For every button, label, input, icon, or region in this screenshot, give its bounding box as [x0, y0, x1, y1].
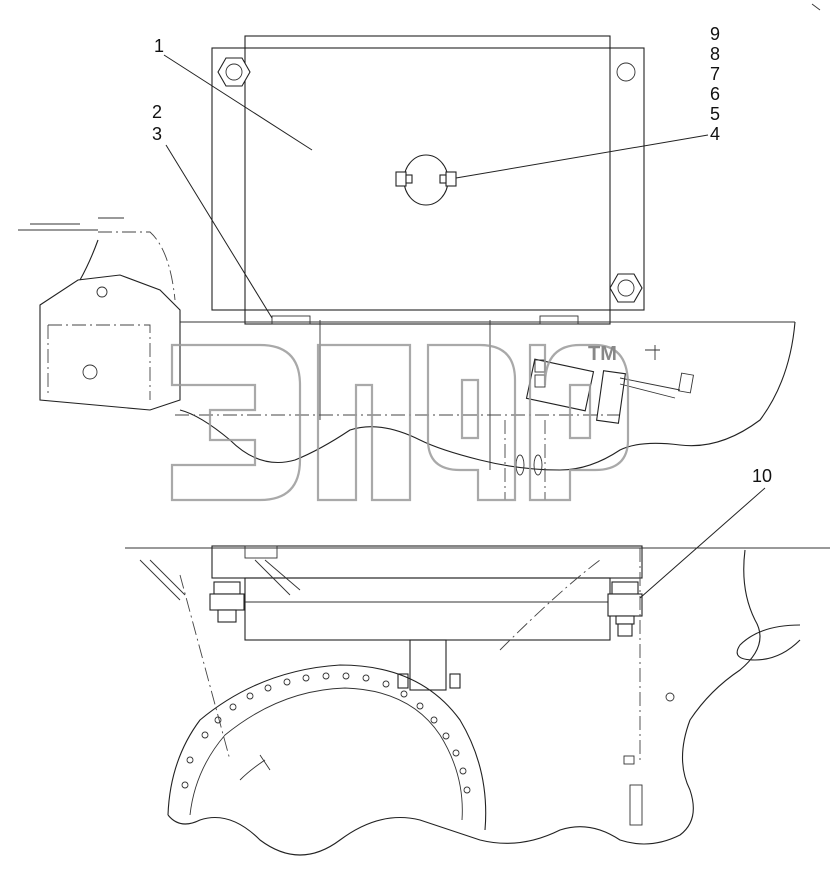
callout-6: 6 [710, 84, 720, 104]
box-part-1 [244, 35, 611, 325]
callout-3: 3 [152, 124, 162, 144]
callout-5: 5 [710, 104, 720, 124]
frame-upper [175, 321, 796, 500]
top-assembly [211, 35, 645, 470]
trademark-mark: TM [588, 343, 617, 365]
corner-mark [811, 3, 821, 11]
sprocket-holes [181, 672, 471, 794]
bolt-right-lower [607, 581, 643, 637]
bolt-top-right [616, 62, 636, 82]
callouts: 1 2 3 9 8 7 6 5 4 10 [152, 24, 772, 599]
bolt-left-lower [209, 581, 245, 623]
callout-1: 1 [154, 36, 164, 56]
bolt-top-left [217, 57, 251, 87]
callout-2: 2 [152, 102, 162, 122]
callout-7: 7 [710, 64, 720, 84]
callout-4: 4 [710, 124, 720, 144]
left-bracket [18, 217, 181, 411]
bolt-bottom-right [609, 273, 643, 303]
callout-8: 8 [710, 44, 720, 64]
terminal-cap [395, 154, 457, 206]
watermark-logo: TM [170, 343, 630, 502]
callout-10: 10 [752, 466, 772, 486]
callout-9: 9 [710, 24, 720, 44]
lower-assembly [125, 545, 830, 856]
